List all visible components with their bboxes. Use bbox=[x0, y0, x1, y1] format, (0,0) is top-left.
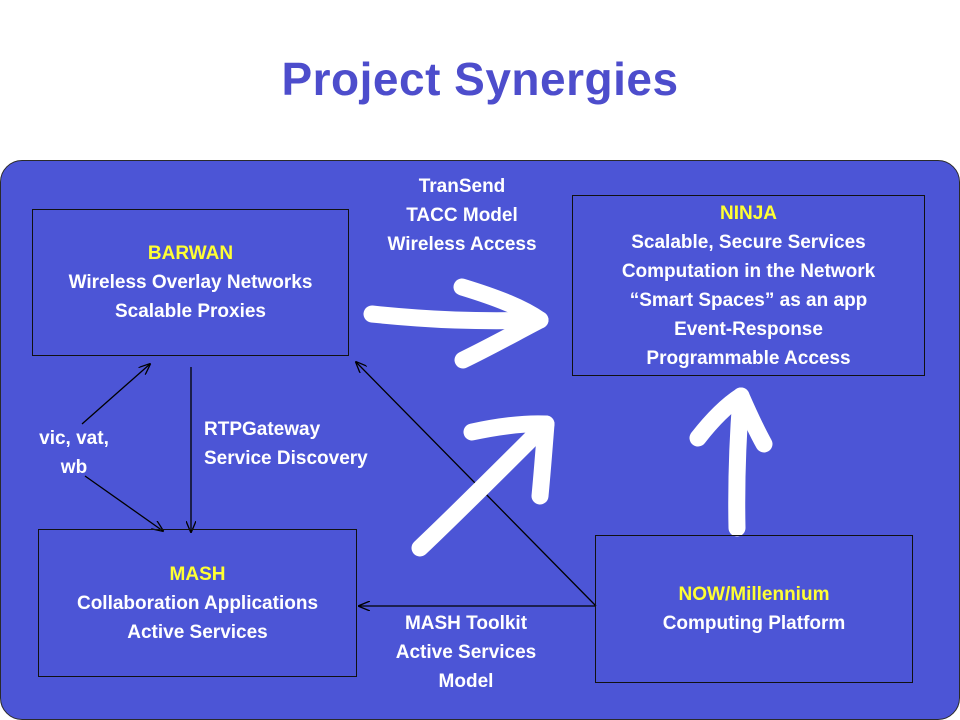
now-line-1: Computing Platform bbox=[662, 613, 846, 634]
barwan-line-1: Wireless Overlay Networks bbox=[68, 272, 313, 293]
diagram-panel bbox=[0, 160, 960, 720]
barwan-to-ninja-thick-arrow bbox=[363, 278, 549, 369]
rtpgateway-label: RTPGateway Service Discovery bbox=[204, 415, 434, 473]
mash-heading: MASH bbox=[169, 563, 226, 585]
ninja-box: NINJA Scalable, Secure Services Computat… bbox=[572, 195, 925, 376]
rtpgateway-line-2: Service Discovery bbox=[204, 448, 368, 469]
mash-line-2: Active Services bbox=[127, 621, 268, 643]
transend-line-1: TranSend bbox=[418, 176, 506, 197]
mash-toolkit-line-3: Model bbox=[438, 671, 494, 692]
barwan-line-2: Scalable Proxies bbox=[114, 301, 267, 322]
ninja-line-5: Programmable Access bbox=[646, 347, 851, 369]
vic-to-mash-arrow bbox=[84, 475, 163, 531]
transend-line-3: Wireless Access bbox=[387, 234, 537, 255]
vic-to-barwan-arrow bbox=[81, 364, 150, 425]
now-to-ninja-thick-arrow bbox=[689, 387, 773, 537]
mash-toolkit-line-1: MASH Toolkit bbox=[404, 613, 528, 634]
vic-vat-wb-label: vic, vat, wb bbox=[22, 424, 126, 482]
slide-title: Project Synergies bbox=[281, 53, 679, 105]
transend-line-2: TACC Model bbox=[406, 205, 518, 226]
barwan-box: BARWAN Wireless Overlay Networks Scalabl… bbox=[32, 209, 349, 356]
vic-vat-line-1: vic, vat, bbox=[39, 428, 109, 449]
mash-toolkit-line-2: Active Services bbox=[395, 642, 537, 663]
vic-vat-line-2: wb bbox=[60, 457, 88, 478]
ninja-line-1: Scalable, Secure Services bbox=[631, 231, 866, 253]
mash-line-1: Collaboration Applications bbox=[76, 592, 319, 614]
now-heading: NOW/Millennium bbox=[678, 584, 830, 605]
ninja-line-4: Event-Response bbox=[674, 318, 823, 340]
mash-box: MASH Collaboration Applications Active S… bbox=[38, 529, 357, 677]
ninja-line-3: “Smart Spaces” as an app bbox=[629, 289, 868, 311]
now-millennium-box: NOW/Millennium Computing Platform bbox=[595, 535, 913, 683]
mash-toolkit-label: MASH Toolkit Active Services Model bbox=[366, 609, 566, 696]
transend-label: TranSend TACC Model Wireless Access bbox=[362, 172, 562, 259]
rtpgateway-line-1: RTPGateway bbox=[204, 419, 321, 440]
ninja-heading: NINJA bbox=[719, 202, 777, 224]
ninja-line-2: Computation in the Network bbox=[621, 260, 876, 282]
mash-to-ninja-thick-arrow bbox=[411, 415, 555, 557]
barwan-heading: BARWAN bbox=[147, 243, 234, 264]
